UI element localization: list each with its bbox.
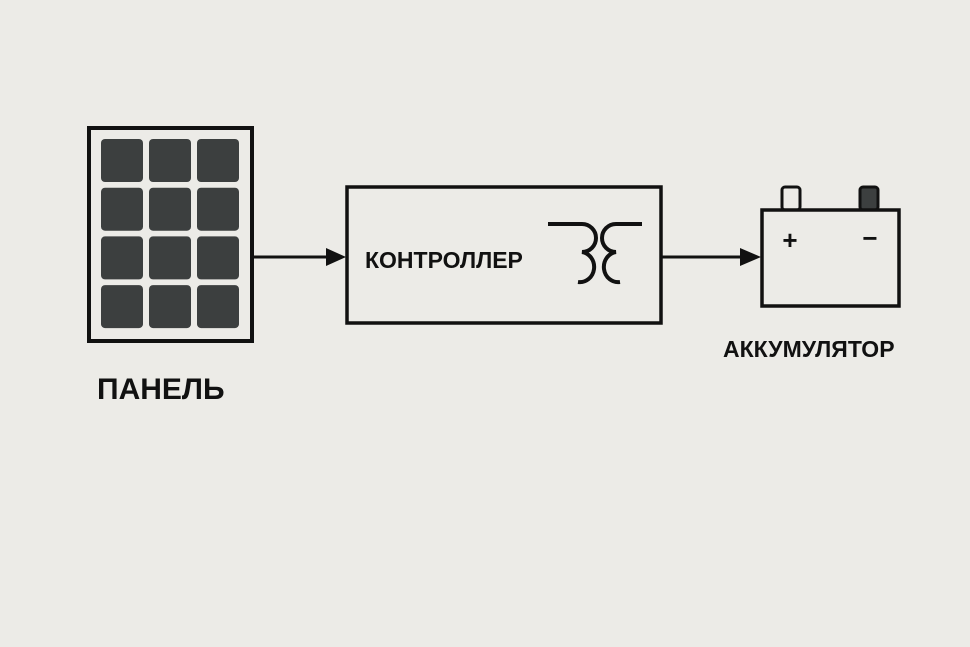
battery-minus-icon: − — [862, 223, 877, 253]
battery-body — [760, 208, 901, 308]
solar-cell — [101, 139, 143, 182]
solar-panel-cells — [101, 139, 239, 329]
battery-plus-icon: + — [782, 225, 797, 255]
solar-cell — [101, 236, 143, 280]
battery: + − — [760, 185, 901, 308]
solar-cell — [101, 285, 143, 329]
solar-cell — [149, 187, 191, 231]
solar-cell — [101, 187, 143, 231]
solar-cell — [197, 139, 239, 182]
solar-cell — [197, 285, 239, 329]
arrow-panel-to-controller — [252, 248, 346, 266]
battery-positive-terminal — [780, 185, 802, 212]
arrow-controller-to-battery — [662, 248, 761, 266]
controller-box — [345, 185, 663, 325]
solar-panel — [87, 126, 254, 343]
controller-label: КОНТРОЛЛЕР — [365, 247, 523, 273]
solar-cell — [197, 236, 239, 280]
solar-cell — [149, 139, 191, 182]
transformer-symbol-icon — [548, 222, 642, 285]
solar-cell — [149, 236, 191, 280]
solar-cell — [149, 285, 191, 329]
panel-label: ПАНЕЛЬ — [97, 373, 225, 406]
controller-block: КОНТРОЛЛЕР — [345, 185, 663, 325]
battery-negative-terminal — [858, 185, 880, 212]
solar-cell — [197, 187, 239, 231]
battery-label: АККУМУЛЯТОР — [723, 336, 895, 362]
